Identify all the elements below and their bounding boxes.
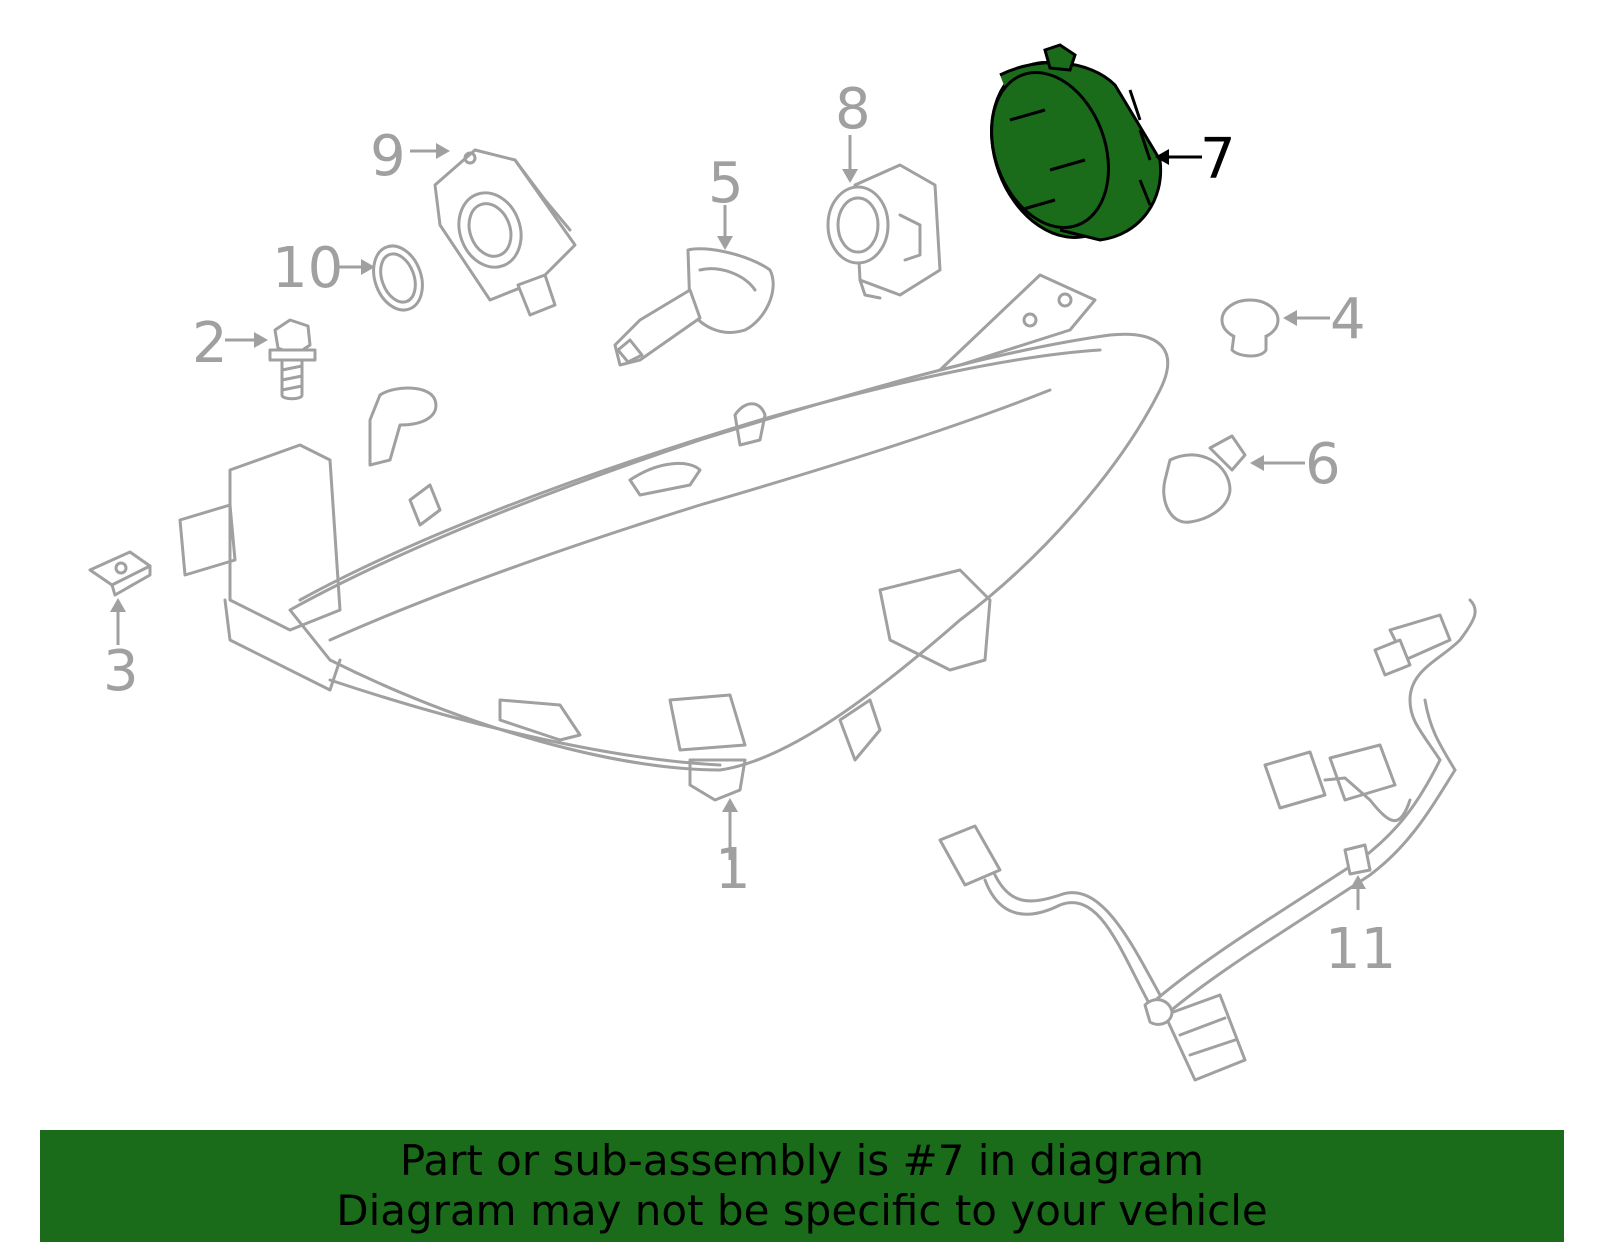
callout-10-label: 10	[272, 236, 343, 301]
callout-labels: 1 2 3 4 5 6 7 8 9 10 11	[103, 77, 1396, 982]
part-1-headlamp-housing[interactable]	[178, 273, 1170, 802]
part-info-banner: Part or sub-assembly is #7 in diagram Di…	[40, 1130, 1564, 1242]
callout-1-label: 1	[715, 837, 751, 902]
callout-5-label: 5	[708, 151, 744, 216]
callout-6-label: 6	[1305, 432, 1341, 497]
callout-9-label: 9	[370, 124, 406, 189]
part-9-led-module[interactable]	[433, 148, 577, 317]
callout-3-label: 3	[103, 639, 139, 704]
part-7-dust-cover-highlighted[interactable]	[968, 43, 1163, 257]
part-8-socket[interactable]	[826, 163, 942, 300]
callout-8-label: 8	[835, 77, 871, 142]
part-2-bolt[interactable]	[268, 318, 317, 401]
part-5-bulb[interactable]	[613, 247, 775, 367]
part-11-wiring-harness[interactable]	[938, 598, 1477, 1082]
part-10-o-ring[interactable]	[365, 239, 431, 317]
callout-7-label: 7	[1200, 127, 1236, 192]
callout-11-label: 11	[1325, 917, 1396, 982]
part-3-clip-nut[interactable]	[88, 550, 152, 597]
banner-line-part-number: Part or sub-assembly is #7 in diagram	[399, 1136, 1205, 1185]
callout-2-label: 2	[192, 311, 228, 376]
part-6-wedge-bulb[interactable]	[1162, 434, 1247, 524]
callout-arrows	[110, 135, 1366, 910]
part-4-plug-cap[interactable]	[1220, 298, 1280, 358]
callout-4-label: 4	[1330, 287, 1366, 352]
banner-line-disclaimer: Diagram may not be specific to your vehi…	[336, 1186, 1268, 1235]
